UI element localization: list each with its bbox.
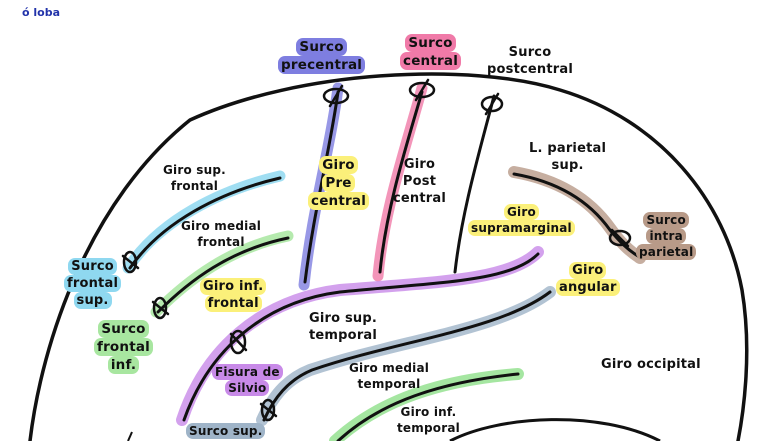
label-surco-central: Surco central: [400, 34, 462, 70]
label-giro-angular: Giro angular: [556, 262, 620, 296]
brain-outline: [28, 72, 749, 441]
label-giro-supramarginal: Giro supramarginal: [468, 204, 575, 236]
label-giro-medial-frontal: Giro medial frontal: [181, 219, 262, 249]
postcentral-line: [453, 94, 496, 274]
label-giro-medial-temporal: Giro medial temporal: [349, 361, 430, 391]
label-giro-inf-frontal: Giro inf. frontal: [200, 278, 267, 312]
label-surco-postcentral: Surco postcentral: [487, 45, 574, 77]
label-lobulo-parietal: L. parietal sup.: [529, 141, 607, 173]
label-giro-precentral: Giro Pre central: [308, 156, 370, 210]
label-surco-precentral: Surco precentral: [278, 38, 366, 74]
temporal-sup-highlight: [176, 246, 544, 426]
label-surco-frontal-inf: Surco frontal inf.: [94, 320, 154, 374]
label-surco-intraparietal: Surco intra parietal: [636, 212, 697, 260]
label-giro-inf-temporal: Giro inf. temporal: [397, 405, 460, 435]
sulcus-markers: [121, 78, 632, 422]
label-surco-sup: Surco sup.: [186, 423, 266, 439]
label-giro-occipital: Giro occipital: [601, 357, 701, 372]
label-fisura-silvio: Fisura de Silvio: [212, 364, 283, 396]
cerebellum-outline: [449, 418, 661, 441]
label-giro-sup-temporal: Giro sup. temporal: [309, 311, 378, 343]
label-surco-frontal-sup: Surco frontal sup.: [64, 258, 122, 309]
frontal-sup-highlight: [122, 170, 286, 274]
label-giro-sup-frontal: Giro sup. frontal: [163, 163, 226, 193]
corner-text: ó loba: [22, 6, 61, 19]
label-giro-postcentral: Giro Post central: [393, 157, 447, 206]
